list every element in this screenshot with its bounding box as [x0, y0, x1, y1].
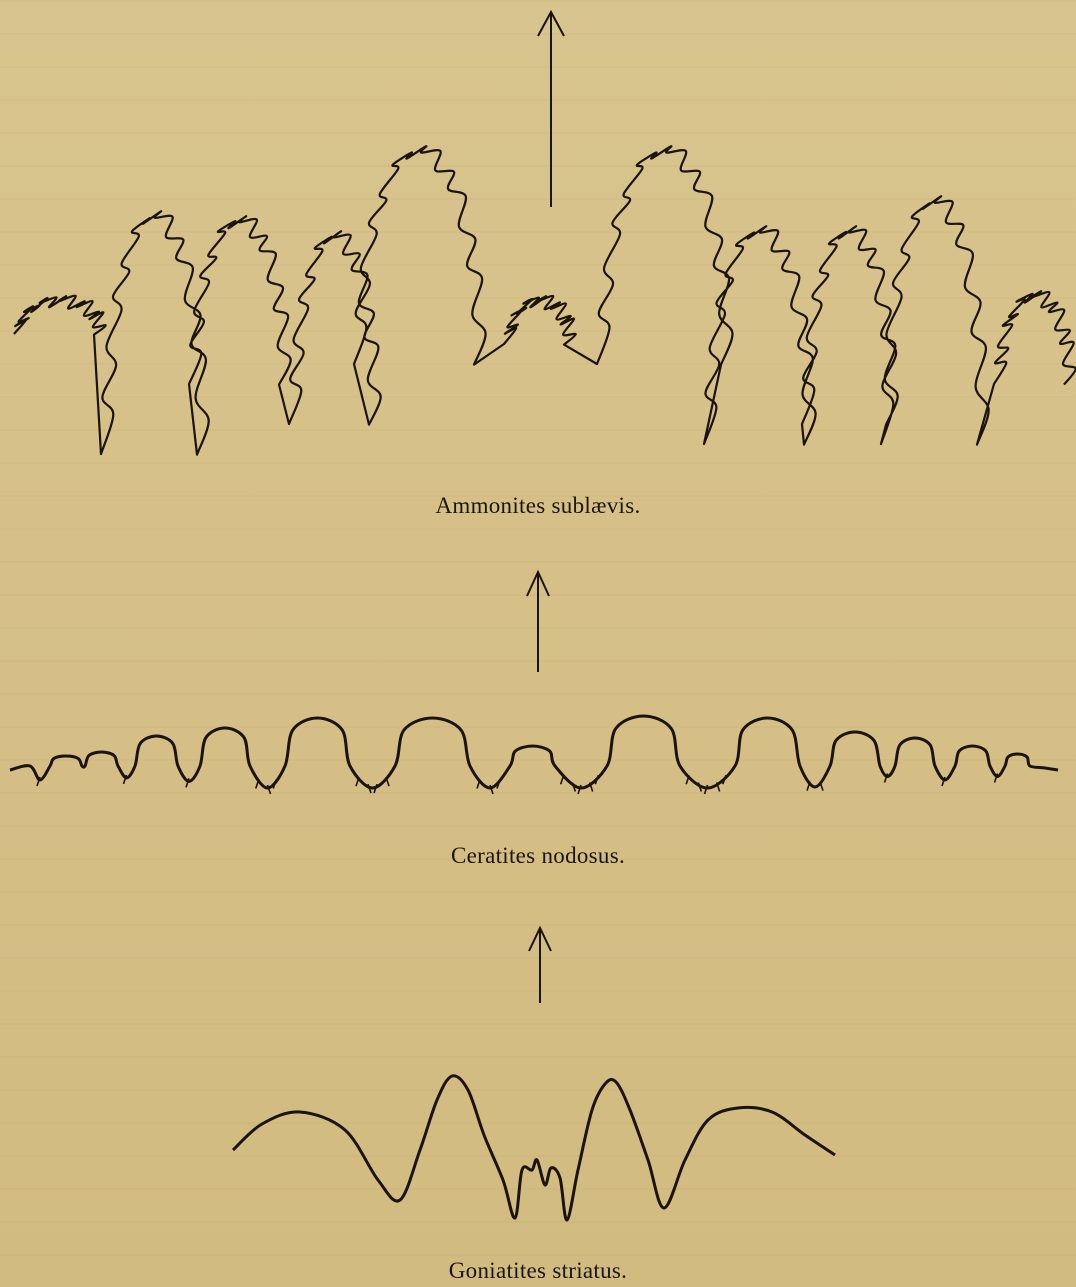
ceratites-serrations [37, 774, 998, 795]
caption-goniatites: Goniatites striatus. [0, 1258, 1076, 1284]
ammonites-suture-line [14, 146, 1076, 454]
goniatites-suture-line [233, 1076, 835, 1220]
caption-ceratites: Ceratites nodosus. [0, 843, 1076, 869]
arrow-bottom [529, 928, 551, 1003]
arrow-middle [527, 572, 549, 672]
caption-ammonites: Ammonites sublævis. [0, 493, 1076, 519]
ceratites-suture-line [10, 716, 1058, 788]
arrow-top [538, 12, 564, 207]
